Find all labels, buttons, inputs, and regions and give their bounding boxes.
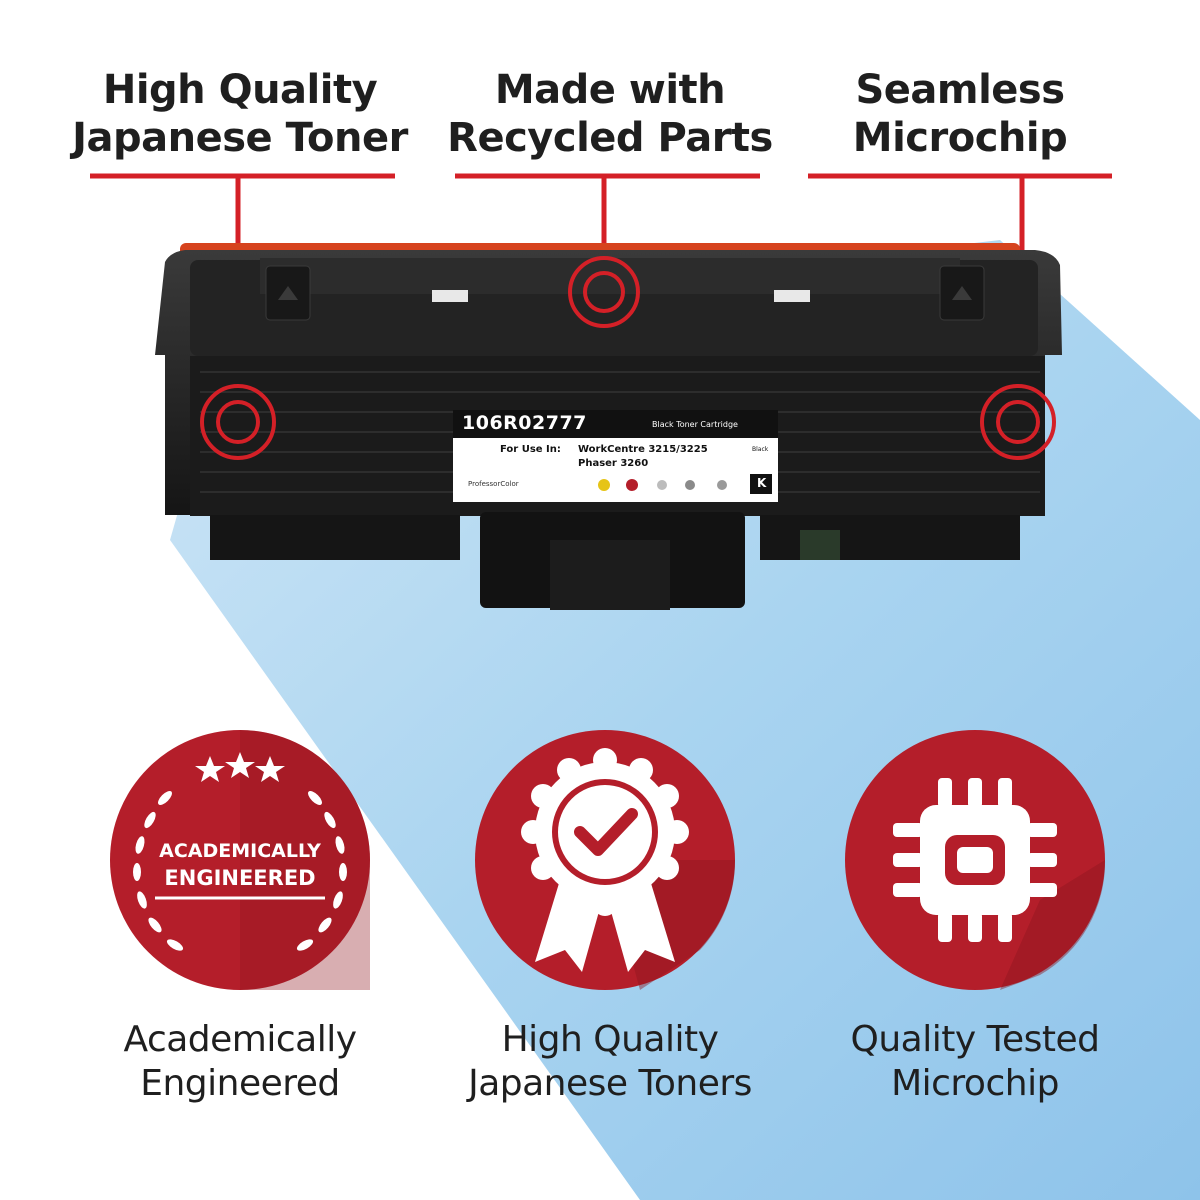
- label-model-line2: Phaser 3260: [578, 458, 649, 469]
- badge-caption-line: Quality Tested: [850, 1019, 1100, 1060]
- label-for-use-in: For Use In:: [500, 444, 561, 455]
- badge-caption-line: Japanese Toners: [468, 1063, 752, 1104]
- microchip-icon: [845, 730, 1106, 990]
- feature-caption-line: High Quality: [102, 67, 378, 113]
- feature-caption-recycled-parts: Made with Recycled Parts: [440, 66, 780, 162]
- feature-caption-line: Microchip: [852, 115, 1068, 161]
- label-color-letter: K: [757, 476, 767, 490]
- feature-caption-line: Seamless: [855, 67, 1065, 113]
- toner-cartridge-illustration: [155, 243, 1062, 610]
- label-model-line1: WorkCentre 3215/3225: [578, 444, 708, 455]
- label-color-word: Black: [752, 446, 769, 453]
- badge-caption-japanese-toners: High Quality Japanese Toners: [430, 1018, 790, 1106]
- badge-caption-line: Microchip: [891, 1063, 1059, 1104]
- badge-caption-line: High Quality: [501, 1019, 719, 1060]
- badge-caption-quality-tested-microchip: Quality Tested Microchip: [810, 1018, 1140, 1106]
- feature-caption-line: Japanese Toner: [72, 115, 408, 161]
- award-ribbon-check-icon: [475, 730, 736, 990]
- seal-text-academically: ACADEMICALLY: [159, 840, 321, 862]
- feature-caption-line: Made with: [494, 67, 726, 113]
- seal-text-engineered: ENGINEERED: [164, 866, 316, 890]
- label-brand: ProfessorColor: [468, 480, 519, 488]
- badge-caption-line: Academically: [123, 1019, 357, 1060]
- callout-circles: [200, 256, 1056, 460]
- feature-caption-microchip: Seamless Microchip: [800, 66, 1120, 162]
- label-part-number: 106R02777: [462, 412, 587, 434]
- badge-caption-academically-engineered: Academically Engineered: [80, 1018, 400, 1106]
- feature-caption-japanese-toner: High Quality Japanese Toner: [70, 66, 410, 162]
- academic-seal-icon: [110, 730, 370, 990]
- feature-caption-line: Recycled Parts: [447, 115, 773, 161]
- label-cartridge-type: Black Toner Cartridge: [652, 420, 738, 429]
- badge-caption-line: Engineered: [140, 1063, 340, 1104]
